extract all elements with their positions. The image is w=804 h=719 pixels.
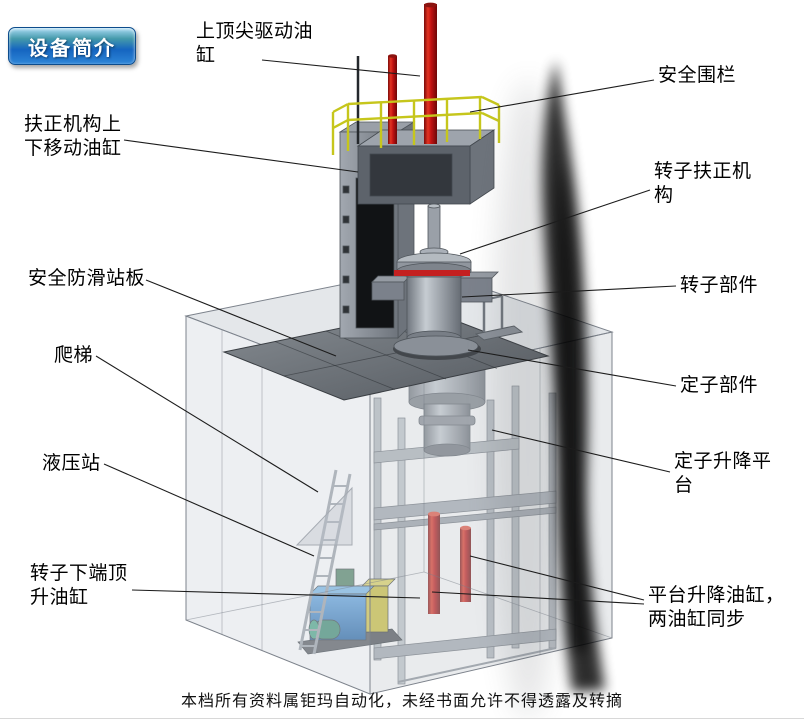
leader-lines	[95, 59, 677, 605]
label-platform-lift-cylinders: 平台升降油缸，两油缸同步	[648, 585, 785, 631]
title-badge: 设备简介	[8, 27, 136, 65]
label-stator-component: 定子部件	[680, 375, 759, 396]
ladder-shape	[298, 469, 352, 655]
safety-fence-shape	[331, 95, 501, 155]
label-ladder: 爬梯	[54, 345, 94, 366]
label-anti-slip-board: 安全防滑站板	[28, 268, 146, 289]
label-hydraulic-station: 液压站	[42, 453, 101, 474]
platform-lift-cylinders-shape	[428, 511, 471, 614]
label-centering-updown-cylinder: 扶正机构上下移动油缸	[24, 114, 122, 160]
label-rotor-centering-mechanism: 转子扶正机构	[654, 161, 752, 207]
rotor-part-shape	[371, 203, 499, 357]
interior-brace-shape	[295, 486, 353, 546]
label-rotor-bottom-jack-cylinder: 转子下端顶升油缸	[30, 563, 128, 609]
label-rotor-component: 转子部件	[680, 275, 759, 296]
shadow-smudge	[492, 60, 605, 718]
footer-notice: 本档所有资料属钜玛自动化，未经书面允许不得透露及转摘	[180, 693, 623, 710]
label-stator-lift-platform: 定子升降平台	[674, 451, 772, 497]
label-safety-fence: 安全围栏	[658, 65, 737, 86]
label-top-spindle-cylinder: 上顶尖驱动油缸	[196, 21, 314, 67]
top-spindle-cylinder-shape	[356, 2, 437, 144]
hydraulic-station-shape	[297, 568, 403, 655]
